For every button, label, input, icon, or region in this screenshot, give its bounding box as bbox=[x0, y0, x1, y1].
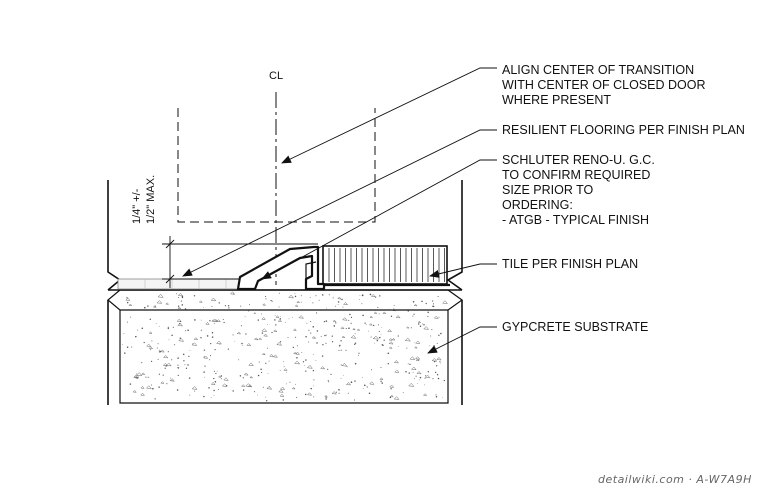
note-resilient-flooring: RESILIENT FLOORING PER FINISH PLAN bbox=[502, 123, 745, 137]
centerline-symbol-text: CL bbox=[269, 70, 284, 82]
note-schluter: SCHLUTER RENO-U. G.C. TO CONFIRM REQUIRE… bbox=[502, 153, 655, 227]
tile bbox=[320, 245, 450, 287]
dimension-label-2: 1/2" MAX. bbox=[145, 174, 157, 224]
resilient-flooring bbox=[117, 278, 241, 290]
note-tile: TILE PER FINISH PLAN bbox=[502, 257, 639, 271]
centerline-symbol: CL bbox=[269, 70, 283, 82]
leader-lines bbox=[182, 67, 497, 354]
gypcrete-substrate bbox=[107, 289, 464, 404]
watermark: detailwiki.com · A-W7A9H bbox=[598, 473, 752, 486]
height-dimension bbox=[162, 236, 318, 288]
dimension-label-1: 1/4" +/- bbox=[131, 188, 143, 224]
wall-break-lines bbox=[107, 180, 463, 405]
note-gypcrete: GYPCRETE SUBSTRATE bbox=[502, 320, 649, 334]
schluter-reno-u-profile bbox=[236, 245, 326, 291]
note-align-center: ALIGN CENTER OF TRANSITION WITH CENTER O… bbox=[502, 63, 706, 107]
